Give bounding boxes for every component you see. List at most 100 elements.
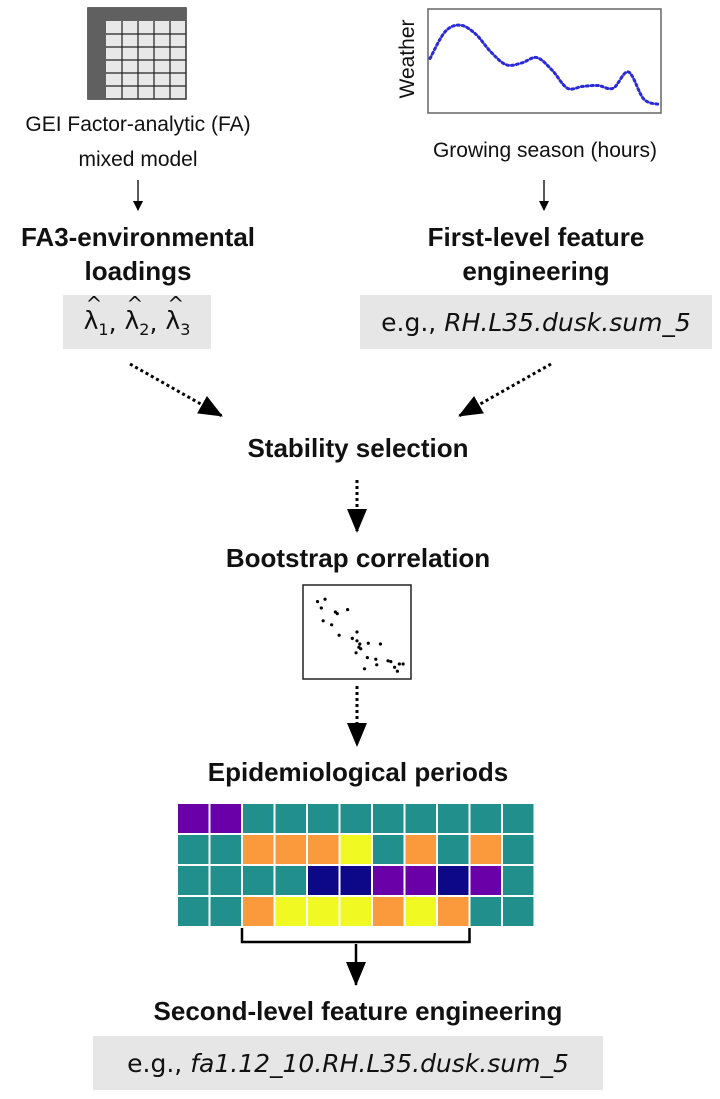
stability-selection-title: Stability selection bbox=[247, 433, 469, 463]
heatmap-cell bbox=[275, 897, 306, 926]
first-level-example: e.g.,RH.L35.dusk.sum_5 bbox=[360, 295, 712, 349]
scatter-point bbox=[323, 597, 327, 601]
scatter-point bbox=[374, 657, 378, 661]
scatter-point bbox=[362, 667, 367, 671]
arrow-right-to-stability bbox=[458, 362, 552, 418]
scatter-point bbox=[357, 645, 361, 649]
second-level-title: Second-level feature engineering bbox=[153, 996, 563, 1026]
heatmap-cell bbox=[243, 804, 274, 833]
heatmap-cell bbox=[438, 835, 469, 864]
heatmap-cell bbox=[503, 804, 534, 833]
example-feature-name: RH.L35.dusk.sum_5 bbox=[444, 307, 691, 337]
heatmap-cell bbox=[178, 835, 209, 864]
heatmap-cell bbox=[405, 835, 436, 864]
scatter-point bbox=[355, 639, 359, 643]
heatmap-cell bbox=[210, 835, 241, 864]
scatter-point bbox=[393, 665, 397, 669]
scatter-point bbox=[346, 608, 350, 612]
example-prefix: e.g., bbox=[381, 307, 437, 337]
heatmap-cell bbox=[503, 835, 534, 864]
table-icon bbox=[87, 7, 187, 100]
scatter-point bbox=[321, 619, 325, 623]
heatmap-cell bbox=[405, 866, 436, 895]
heatmap-cell bbox=[340, 804, 371, 833]
period-bracket bbox=[240, 928, 471, 944]
scatter-point bbox=[365, 656, 369, 660]
heatmap-cell bbox=[308, 804, 339, 833]
scatter-point bbox=[401, 662, 405, 666]
weather-curve bbox=[428, 23, 661, 106]
scatter-point bbox=[389, 660, 393, 664]
heatmap-cell bbox=[308, 835, 339, 864]
heatmap-cell bbox=[470, 835, 501, 864]
scatter-point bbox=[330, 623, 334, 627]
heatmap-cell bbox=[470, 866, 501, 895]
scatter-point bbox=[355, 630, 359, 634]
heatmap-cell bbox=[373, 804, 404, 833]
fa3-title-line2: loadings bbox=[84, 256, 192, 286]
heatmap-cell bbox=[275, 804, 306, 833]
second-level-example: e.g.,fa1.12_10.RH.L35.dusk.sum_5 bbox=[93, 1036, 603, 1090]
scatter-point bbox=[358, 642, 362, 646]
lambda-1: ^λ1 bbox=[83, 291, 109, 339]
scatter-point bbox=[386, 659, 390, 663]
heatmap-cell bbox=[470, 804, 501, 833]
bootstrap-correlation-title: Bootstrap correlation bbox=[225, 543, 491, 573]
heatmap-cell bbox=[210, 804, 241, 833]
first-level-title-line1: First-level feature bbox=[427, 222, 645, 252]
heatmap-cell bbox=[308, 866, 339, 895]
heatmap-cell bbox=[243, 835, 274, 864]
scatter-point bbox=[397, 662, 401, 666]
heatmap-cell bbox=[340, 835, 371, 864]
scatter-point bbox=[319, 606, 323, 610]
heatmap-cell bbox=[178, 866, 209, 895]
heatmap-cell bbox=[340, 866, 371, 895]
fa-loadings-example: ^λ1, ^λ2, ^λ3 bbox=[63, 291, 211, 349]
heatmap-cell bbox=[503, 897, 534, 926]
heatmap-cell bbox=[503, 866, 534, 895]
heatmap-cell bbox=[275, 866, 306, 895]
source-label-line2: mixed model bbox=[78, 148, 198, 171]
example-prefix: e.g., bbox=[127, 1048, 183, 1078]
heatmap-cell bbox=[210, 866, 241, 895]
heatmap-cell bbox=[373, 866, 404, 895]
heatmap-cell bbox=[178, 804, 209, 833]
lambda-2: ^λ2 bbox=[124, 291, 150, 339]
heatmap-cell bbox=[373, 835, 404, 864]
epidemiological-heatmap bbox=[178, 804, 534, 926]
scatter-point bbox=[350, 636, 354, 641]
epidemiological-periods-title: Epidemiological periods bbox=[207, 757, 509, 787]
weather-xlabel: Growing season (hours) bbox=[432, 139, 658, 162]
scatter-point bbox=[335, 612, 339, 616]
separator: , bbox=[149, 307, 158, 337]
heatmap-cell bbox=[210, 897, 241, 926]
heatmap-cell bbox=[405, 804, 436, 833]
scatter-point bbox=[378, 642, 383, 646]
heatmap-cell bbox=[438, 897, 469, 926]
heatmap-cell bbox=[405, 897, 436, 926]
lambda-3: ^λ3 bbox=[165, 291, 191, 339]
scatter-point bbox=[366, 641, 370, 645]
scatter-point bbox=[337, 633, 341, 637]
scatter-point bbox=[315, 600, 320, 604]
heatmap-cell bbox=[340, 897, 371, 926]
heatmap-cell bbox=[470, 897, 501, 926]
heatmap-cell bbox=[438, 866, 469, 895]
heatmap-cell bbox=[275, 835, 306, 864]
scatter-point bbox=[395, 669, 400, 673]
arrow-left-to-stability bbox=[129, 362, 223, 418]
fa3-title-line1: FA3-environmental bbox=[20, 222, 256, 252]
separator: , bbox=[108, 307, 117, 337]
heatmap-cell bbox=[243, 866, 274, 895]
scatter-point bbox=[354, 651, 358, 655]
heatmap-cell bbox=[308, 897, 339, 926]
heatmap-cell bbox=[243, 897, 274, 926]
heatmap-cell bbox=[178, 897, 209, 926]
scatter-point bbox=[375, 663, 379, 667]
example-feature-name: fa1.12_10.RH.L35.dusk.sum_5 bbox=[190, 1048, 569, 1078]
heatmap-cell bbox=[373, 897, 404, 926]
heatmap-cell bbox=[438, 804, 469, 833]
first-level-title-line2: engineering bbox=[462, 256, 610, 286]
source-label-line1: GEI Factor-analytic (FA) bbox=[25, 113, 251, 136]
